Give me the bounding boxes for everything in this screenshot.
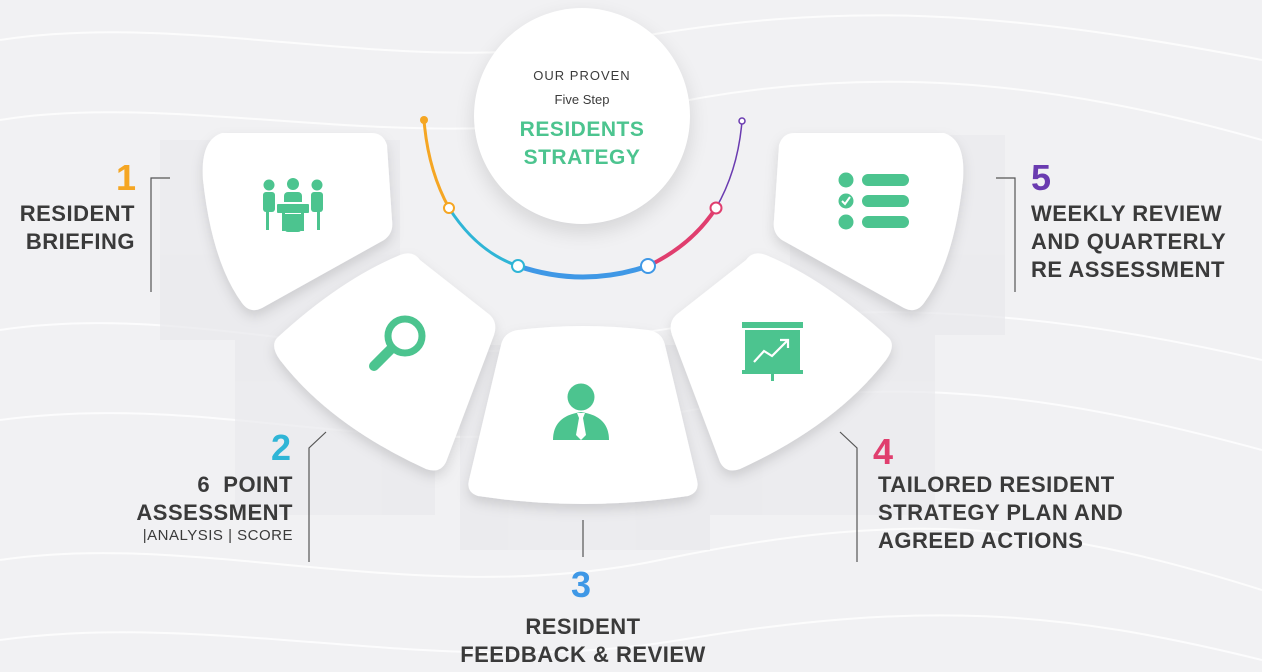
center-title-circle: OUR PROVEN Five Step RESIDENTS STRATEGY: [474, 8, 690, 224]
center-subtitle-line1: OUR PROVEN: [533, 68, 631, 83]
step-number-3: 3: [571, 564, 592, 605]
step-label-5-line1: WEEKLY REVIEW: [1031, 201, 1223, 226]
center-title: RESIDENTS STRATEGY: [474, 116, 690, 172]
connector-line-5: [996, 177, 1016, 292]
step-label-2-line2: ASSESSMENT: [136, 500, 293, 525]
step-label-5: WEEKLY REVIEW AND QUARTERLY RE ASSESSMEN…: [1031, 200, 1226, 284]
step-sub-2: |ANALYSIS | SCORE: [142, 527, 293, 544]
connector-line-4: [839, 431, 858, 562]
connector-line-2: [308, 431, 327, 562]
step-label-4-line2: STRATEGY PLAN AND: [878, 500, 1124, 525]
step-label-3: RESIDENT FEEDBACK & REVIEW: [383, 613, 783, 669]
step-label-1: RESIDENT BRIEFING: [20, 200, 135, 256]
arc-dot-start: [420, 116, 428, 124]
step-number-2: 2: [271, 427, 292, 468]
step-label-4-line1: TAILORED RESIDENT: [878, 472, 1115, 497]
connector-line-1: [150, 177, 170, 292]
step-label-3-line2: FEEDBACK & REVIEW: [460, 642, 706, 667]
team-meeting-icon: [263, 178, 323, 232]
arc-node-3: [640, 258, 656, 274]
arc-segment-red: [646, 206, 718, 268]
person-icon: [553, 383, 609, 440]
arc-segment-purple: [715, 120, 743, 209]
step-number-5: 5: [1031, 157, 1052, 198]
step-label-3-line1: RESIDENT: [525, 614, 641, 639]
step-label-2-line1: 6 POINT: [197, 472, 293, 497]
step-label-4-line3: AGREED ACTIONS: [878, 528, 1084, 553]
arc-segment-orange: [422, 118, 451, 210]
step-label-5-line2: AND QUARTERLY: [1031, 229, 1227, 254]
center-subtitle-line2: Five Step: [554, 92, 610, 107]
arc-dot-end: [738, 117, 746, 125]
arc-segment-cyan: [447, 206, 520, 268]
center-title-line1: RESIDENTS: [519, 118, 645, 141]
step-label-5-line3: RE ASSESSMENT: [1031, 257, 1225, 282]
arc-node-4: [709, 201, 723, 215]
step-label-1-line1: RESIDENT: [19, 201, 135, 226]
center-title-line2: STRATEGY: [523, 146, 641, 169]
presentation-chart-icon: [742, 322, 803, 381]
arc-segment-blue: [515, 263, 651, 280]
step-label-4: TAILORED RESIDENT STRATEGY PLAN AND AGRE…: [878, 471, 1123, 555]
arc-node-2: [511, 259, 525, 273]
arc-node-1: [443, 202, 455, 214]
step-label-2: 6 POINT ASSESSMENT: [136, 471, 293, 527]
step-label-1-line2: BRIEFING: [25, 229, 135, 254]
step-number-1: 1: [116, 157, 137, 198]
checklist-icon: [838, 172, 909, 230]
step-number-4: 4: [873, 431, 894, 472]
magnifier-icon: [369, 315, 426, 371]
